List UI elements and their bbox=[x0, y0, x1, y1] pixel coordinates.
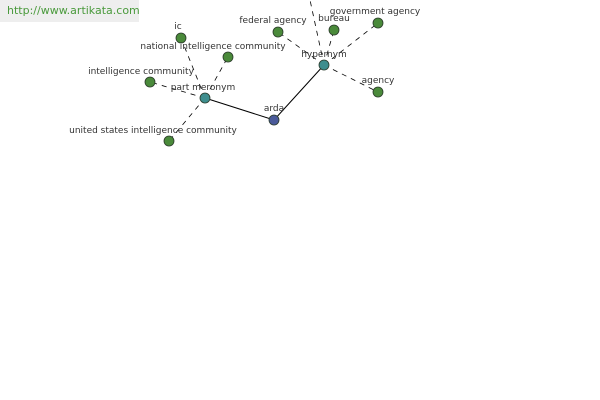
label-part-meronym[interactable]: part meronym bbox=[171, 83, 235, 93]
node-agency[interactable] bbox=[372, 86, 384, 98]
label-government-agency[interactable]: government agency bbox=[330, 7, 421, 17]
edge-arda-hypernym bbox=[273, 64, 325, 121]
edge-hypernym-government-agency bbox=[323, 22, 379, 66]
label-national-intelligence-community[interactable]: national intelligence community bbox=[140, 42, 286, 52]
node-arda[interactable] bbox=[268, 114, 280, 126]
node-federal-agency[interactable] bbox=[272, 26, 284, 38]
label-agency[interactable]: agency bbox=[362, 76, 395, 86]
label-federal-agency[interactable]: federal agency bbox=[239, 16, 307, 26]
node-national-intelligence-community[interactable] bbox=[222, 51, 234, 63]
node-ic[interactable] bbox=[175, 32, 187, 44]
node-government-agency[interactable] bbox=[372, 17, 384, 29]
node-part-meronym[interactable] bbox=[199, 92, 211, 104]
node-united-states-intelligence-community[interactable] bbox=[163, 135, 175, 147]
label-ic[interactable]: ic bbox=[174, 22, 182, 32]
node-hypernym[interactable] bbox=[318, 59, 330, 71]
label-intelligence-community[interactable]: intelligence community bbox=[88, 67, 194, 77]
edge-hypernym-bureau bbox=[323, 29, 335, 66]
label-hypernym[interactable]: hypernym bbox=[301, 50, 347, 60]
edge-part-meronym-ic bbox=[180, 37, 206, 99]
edge-hypernym-agency bbox=[323, 64, 379, 93]
graph-labels: arda part meronym ic national intelligence … bbox=[69, 7, 421, 136]
url-banner[interactable]: http://www.artikata.com bbox=[0, 0, 140, 22]
graph-nodes bbox=[144, 17, 384, 147]
node-intelligence-community[interactable] bbox=[144, 76, 156, 88]
edge-part-meronym-national-intelligence-community bbox=[204, 56, 229, 99]
node-bureau[interactable] bbox=[328, 24, 340, 36]
label-bureau[interactable]: bureau bbox=[318, 14, 350, 24]
graph-edges bbox=[149, 0, 379, 142]
edge-hypernym-offscreen bbox=[309, 0, 325, 66]
label-united-states-intelligence-community[interactable]: united states intelligence community bbox=[69, 126, 237, 136]
edge-arda-part-meronym bbox=[204, 97, 275, 121]
label-arda[interactable]: arda bbox=[264, 104, 284, 114]
